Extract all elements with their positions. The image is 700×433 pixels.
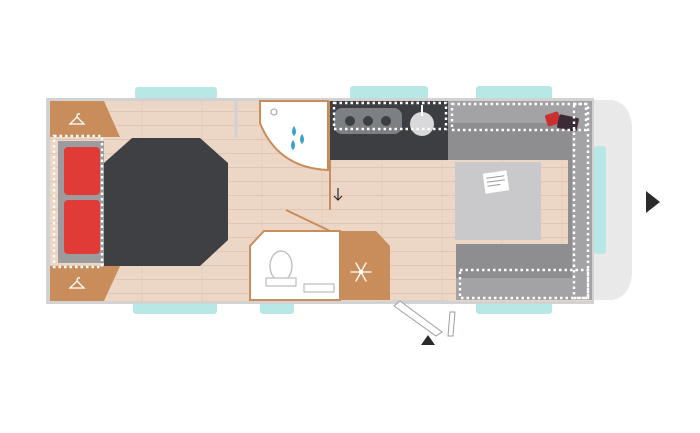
toilet-tank — [265, 277, 297, 287]
front-window — [594, 146, 606, 254]
shower-drain — [270, 108, 278, 116]
magazine-icon — [482, 170, 510, 194]
lounge-backrest-bottom — [456, 278, 572, 300]
window-top-bedroom — [135, 87, 217, 101]
pillow-top — [64, 147, 100, 195]
entrance-arrow-icon — [421, 335, 435, 345]
wardrobe-top — [50, 101, 104, 137]
entrance-door — [392, 300, 456, 337]
kitchen-storage-dotted — [332, 101, 448, 131]
hanger-icon — [68, 277, 86, 289]
pillow-bottom — [64, 200, 100, 254]
wardrobe-diagonal-bottom — [104, 266, 120, 301]
washroom-door-line — [285, 209, 331, 232]
mattress — [104, 138, 228, 266]
sliding-door-arrow — [333, 188, 343, 201]
water-drop-icon — [291, 126, 304, 150]
window-top-kitchen — [350, 86, 428, 100]
lounge-storage-dotted-bottom — [458, 268, 590, 300]
wardrobe-bottom — [50, 266, 104, 301]
fridge-snowflake-icon — [350, 262, 372, 282]
direction-arrow-icon — [646, 191, 660, 213]
window-top-lounge — [476, 86, 552, 100]
wash-basin — [303, 283, 335, 293]
hanger-icon — [68, 113, 86, 125]
lounge-seat-upper — [448, 101, 592, 300]
toilet-bowl — [269, 250, 293, 282]
bed-storage-dotted — [52, 134, 104, 269]
lounge-storage-dotted-top — [450, 102, 588, 132]
hob-burners — [345, 116, 391, 126]
lounge-storage-dotted-front — [572, 102, 590, 300]
wardrobe-diagonal-top — [104, 101, 120, 137]
